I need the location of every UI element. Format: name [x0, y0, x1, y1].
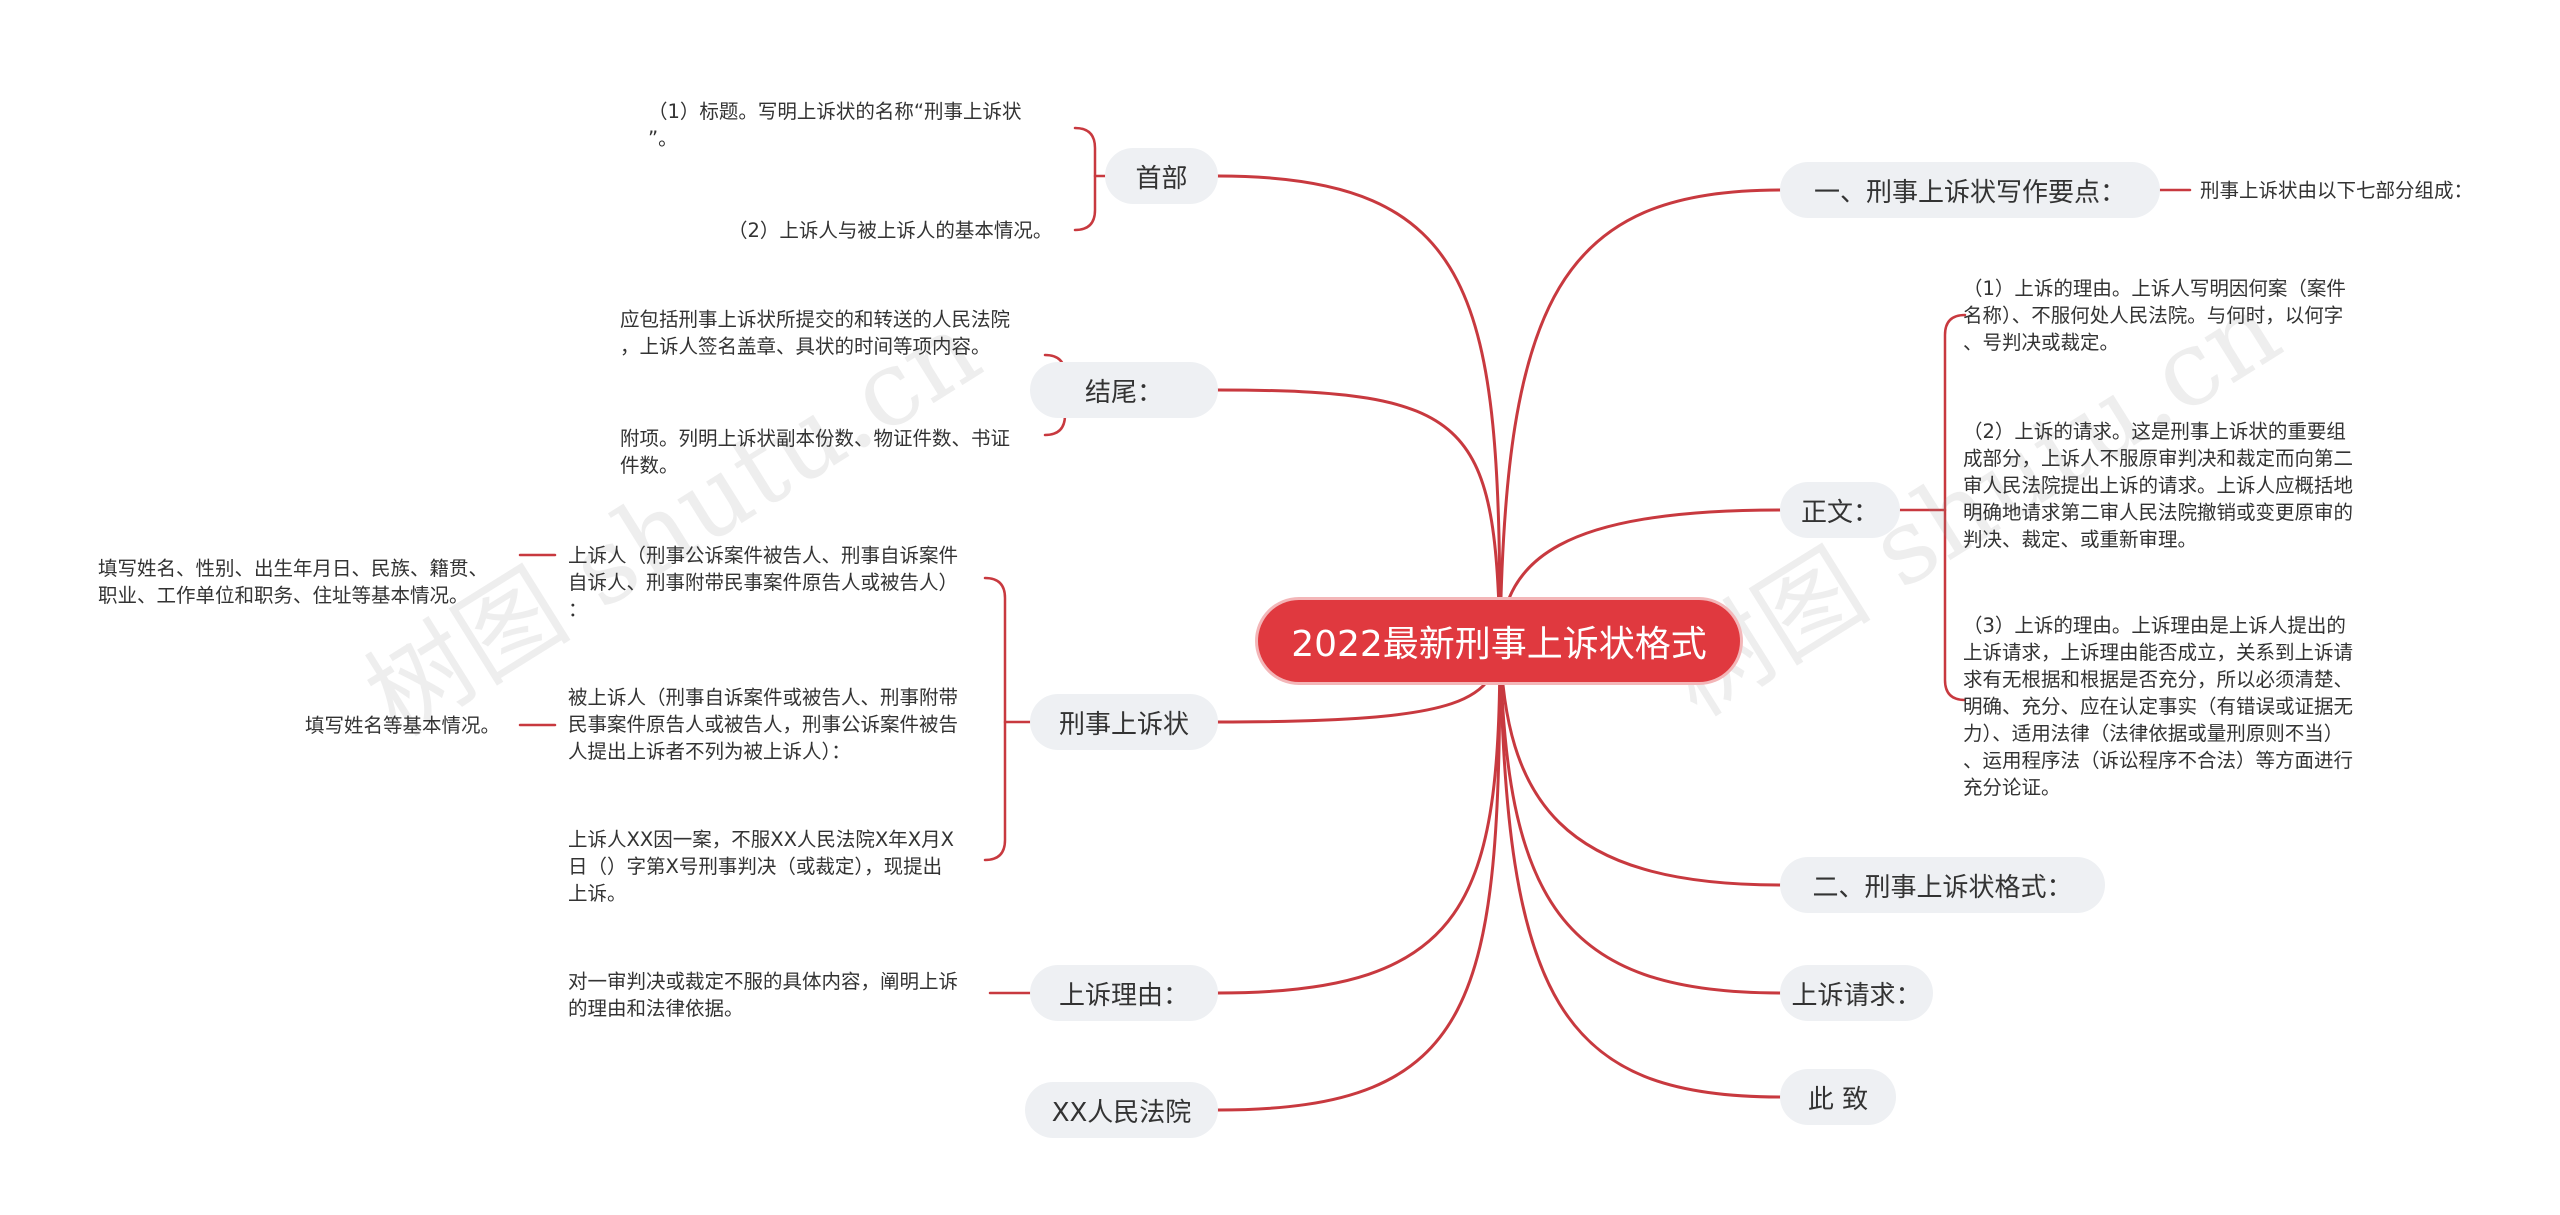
- leaf-zhengwen-3: （3）上诉的理由。上诉理由是上诉人提出的 上诉请求，上诉理由能否成立，关系到上诉…: [1963, 614, 2354, 799]
- leaf-shoubu-1: （1）标题。写明上诉状的名称“刑事上诉状 ”。: [648, 100, 1022, 150]
- leaf-jiewei-1: 应包括刑事上诉状所提交的和转送的人民法院 ，上诉人签名盖章、具状的时间等项内容。: [620, 308, 1011, 358]
- branch-geshi[interactable]: 二、刑事上诉状格式：: [1780, 857, 2105, 913]
- leaf-zhengwen-2: （2）上诉的请求。这是刑事上诉状的重要组 成部分，上诉人不服原审判决和裁定而向第…: [1963, 420, 2354, 551]
- leaf-xingshi-sub-1: 填写姓名、性别、出生年月日、民族、籍贯、 职业、工作单位和职务、住址等基本情况。: [98, 557, 489, 607]
- leaf-xingshi-3: 上诉人XX因一案，不服XX人民法院X年X月X 日（）字第X号刑事判决（或裁定），…: [568, 828, 955, 905]
- branch-zhengwen[interactable]: 正文：: [1780, 482, 1900, 538]
- leaf-jiewei-2: 附项。列明上诉状副本份数、物证件数、书证 件数。: [620, 427, 1011, 477]
- branch-shoubu[interactable]: 首部: [1105, 148, 1218, 204]
- branch-yaodian[interactable]: 一、刑事上诉状写作要点：: [1780, 162, 2160, 218]
- link-root-cizhi: [1498, 639, 1782, 1099]
- leaf-shoubu-2: （2）上诉人与被上诉人的基本情况。: [728, 219, 1053, 242]
- link-root-qingqiu: [1498, 639, 1782, 995]
- link-root-shoubu: [1216, 174, 1502, 643]
- link-root-jiewei: [1216, 388, 1502, 643]
- branch-xingshi[interactable]: 刑事上诉状: [1030, 694, 1218, 750]
- branch-jiewei[interactable]: 结尾：: [1030, 362, 1218, 418]
- leaf-xingshi-1: 上诉人（刑事公诉案件被告人、刑事自诉案件 自诉人、刑事附带民事案件原告人或被告人…: [568, 544, 959, 621]
- branch-cizhi[interactable]: 此 致: [1780, 1069, 1896, 1125]
- leaf-xingshi-2: 被上诉人（刑事自诉案件或被告人、刑事附带 民事案件原告人或被告人，刑事公诉案件被…: [568, 686, 959, 763]
- leaf-xingshi-sub-2: 填写姓名等基本情况。: [305, 714, 501, 737]
- leaf-liyou-1: 对一审判决或裁定不服的具体内容，阐明上诉 的理由和法律依据。: [568, 970, 959, 1020]
- branch-fayuan[interactable]: XX人民法院: [1025, 1082, 1218, 1138]
- leaf-zhengwen-1: （1）上诉的理由。上诉人写明因何案（案件 名称）、不服何处人民法院。与何时，以何…: [1963, 277, 2346, 354]
- link-root-geshi: [1498, 639, 1782, 887]
- link-root-liyou: [1216, 639, 1502, 995]
- link-root-yaodian: [1498, 188, 1782, 643]
- branch-liyou[interactable]: 上诉理由：: [1030, 965, 1218, 1021]
- root-topic[interactable]: 2022最新刑事上诉状格式: [1258, 600, 1740, 682]
- leaf-yaodian-1: 刑事上诉状由以下七部分组成：: [2200, 179, 2474, 202]
- branch-qingqiu[interactable]: 上诉请求：: [1780, 965, 1933, 1021]
- link-root-fayuan: [1216, 639, 1502, 1112]
